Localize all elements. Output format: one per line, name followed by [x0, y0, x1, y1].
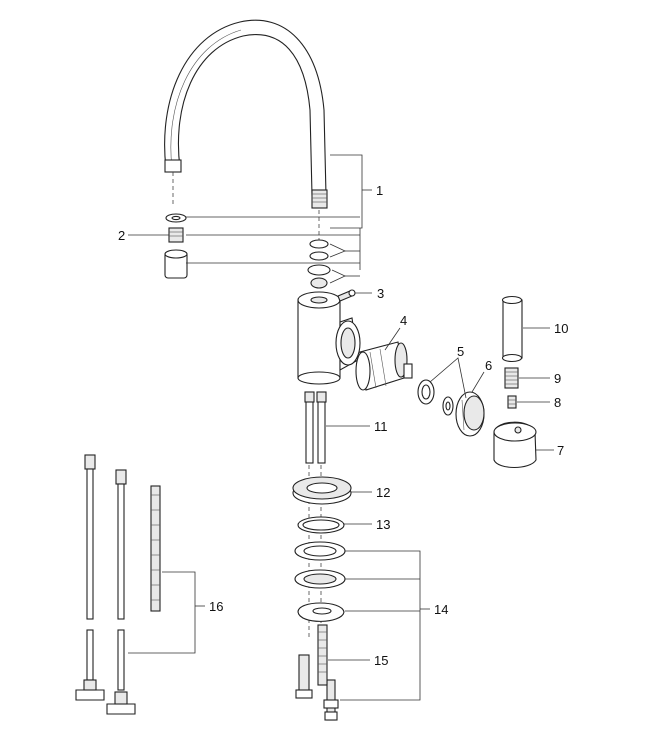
handle-hub-part: [493, 421, 537, 469]
o-ring-part: [297, 516, 345, 534]
callout-5: 5: [457, 344, 464, 359]
faucet-body: [297, 291, 361, 385]
grub-screw-part: [507, 395, 517, 409]
threaded-rod-part: [317, 624, 328, 686]
callout-8: 8: [554, 395, 561, 410]
flex-hose-set-part: [75, 454, 161, 715]
callout-6: 6: [485, 358, 492, 373]
callout-12: 12: [376, 485, 390, 500]
set-screw-part: [337, 289, 356, 302]
cartridge-part: [355, 341, 413, 391]
callout-2: 2: [118, 228, 125, 243]
callout-labels: 1 2 3 4 5 6 7 8 9 10 11 12 13 14 15 16: [118, 183, 568, 668]
callout-14: 14: [434, 602, 448, 617]
callout-16: 16: [209, 599, 223, 614]
callout-11: 11: [374, 419, 388, 434]
callout-4: 4: [400, 313, 407, 328]
lever-part: [501, 295, 523, 363]
sleeve-nut-part: [455, 391, 485, 437]
spout-part: [164, 19, 328, 240]
callout-13: 13: [376, 517, 390, 532]
callout-10: 10: [554, 321, 568, 336]
retaining-ring-part: [417, 379, 454, 416]
callout-9: 9: [554, 371, 561, 386]
threaded-stud-part: [504, 367, 519, 389]
leader-lines: [128, 154, 554, 701]
callout-3: 3: [377, 286, 384, 301]
spout-seal-set: [307, 239, 331, 289]
mounting-set-part: [294, 541, 346, 721]
callout-7: 7: [557, 443, 564, 458]
spout-thread: [311, 189, 328, 209]
aerator-part: [164, 213, 188, 279]
base-flange-part: [292, 476, 352, 505]
callout-1: 1: [376, 183, 383, 198]
callout-15: 15: [374, 653, 388, 668]
